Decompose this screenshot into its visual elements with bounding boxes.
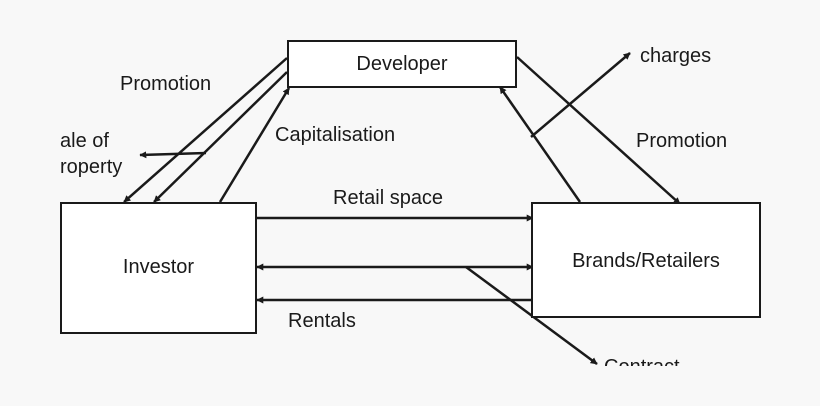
developer-label: Developer [356,53,448,75]
brands-retailers-box: Brands/Retailers [531,202,761,318]
label-sale-of-line1: ale of [60,130,109,152]
label-promotion-right: Promotion [636,130,728,152]
arrow-sale-of-property [139,151,207,159]
label-charges: charges [640,45,712,67]
label-retail-space: Retail space [333,187,444,209]
developer-box: Developer [287,40,517,88]
label-sale-of-line2: roperty [60,156,123,178]
brands-retailers-label: Brands/Retailers [572,250,720,272]
arrow-brands-to-developer [498,86,582,203]
investor-box: Investor [60,202,257,334]
label-contracts: Contract [604,355,680,366]
investor-label: Investor [122,256,195,278]
arrow-charges [530,52,631,138]
arrow-developer-to-investor [153,71,288,203]
label-promotion-left: Promotion [120,73,212,95]
label-capitalisation: Capitalisation [275,124,396,146]
arrow-investor-to-developer-capitalisation [218,87,291,203]
label-rentals: Rentals [288,310,356,332]
bottom-band [0,366,820,406]
arrow-developer-to-investor-promotion [123,57,288,203]
label-contracts-clip: Contract [604,355,724,366]
arrow-developer-to-brands-promotion [516,56,681,205]
